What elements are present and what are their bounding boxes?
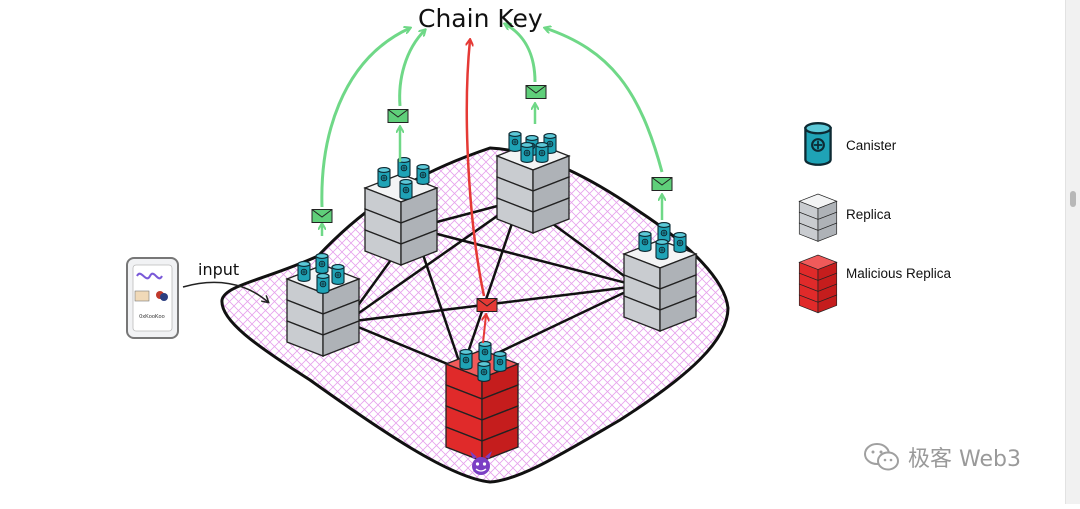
watermark-text: 极客 Web3 [908, 447, 1021, 472]
legend-canister-label: Canister [846, 138, 897, 153]
wechat-icon [864, 443, 899, 471]
vertical-scrollbar[interactable] [1065, 0, 1080, 504]
replica-top-left [364, 157, 438, 266]
watermark: 极客 Web3 [862, 440, 1021, 474]
malicious-message [476, 298, 498, 344]
input-arrow [182, 281, 268, 302]
wallet-device: 0xKooKoo [126, 257, 179, 339]
replica-top [496, 131, 570, 234]
scrollbar-thumb[interactable] [1070, 191, 1076, 207]
malicious-arrow [467, 40, 486, 297]
legend-malicious-replica-label: Malicious Replica [846, 266, 952, 281]
legend-canister-icon [804, 122, 832, 166]
legend-replica-label: Replica [846, 207, 892, 222]
legend-replica-icon [798, 193, 838, 242]
wallet-address: 0xKooKoo [139, 314, 164, 320]
devil-icon [470, 451, 492, 475]
legend-malicious-replica-icon [798, 254, 838, 314]
replica-malicious [445, 341, 519, 462]
diagram-title: Chain Key [418, 4, 543, 33]
signature-arrows [322, 24, 662, 236]
input-label: input [198, 260, 240, 279]
